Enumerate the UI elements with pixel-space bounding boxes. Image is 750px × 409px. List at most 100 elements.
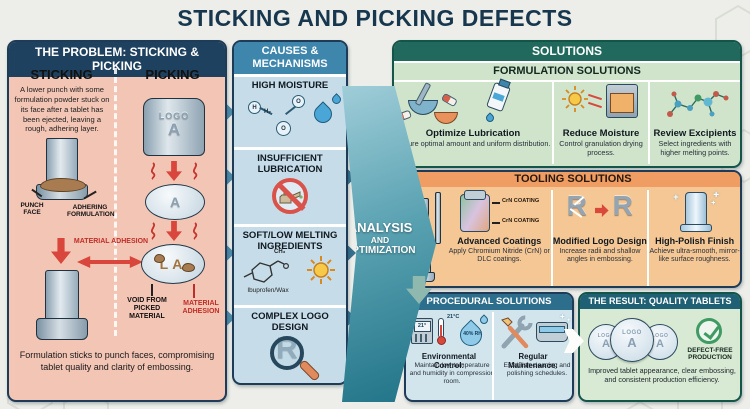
solution-regular-maintenance: + + Regular Maintenance: Establish clean…	[492, 312, 572, 400]
punch-logo-letter: A	[167, 120, 181, 139]
sparkle-icon: +	[713, 190, 720, 201]
sun-icon	[307, 256, 335, 285]
formula-label: CH₃	[274, 249, 286, 256]
tooling-header: TOOLING SOLUTIONS	[406, 172, 740, 187]
droplet-icon	[484, 112, 496, 124]
bottle-label-icon	[492, 92, 505, 102]
squiggle-icon	[192, 222, 198, 240]
heat-arrow-icon	[588, 101, 602, 109]
label-line	[193, 284, 195, 298]
checkmark-icon	[694, 316, 724, 346]
cause-soft-low-melting: SOFT/LOW MELTING INGREDIENTS CH₃ Ibuprof…	[234, 224, 346, 305]
solution-environmental-control: 21° 21°C 40% RH Environmental Control: M…	[409, 314, 495, 385]
thermometer-bulb-icon	[437, 336, 446, 345]
tablet-letter: A	[169, 194, 181, 210]
no-lubrication-icon	[272, 178, 308, 215]
punch-icon	[435, 192, 441, 244]
droplet-icon	[310, 101, 336, 128]
oxygen-atom-icon: O	[292, 95, 305, 109]
analysis-line1: ANALYSIS	[347, 220, 413, 235]
lubricant-bottle-icon	[486, 78, 511, 113]
example-label: Ibuprofen/Wax	[247, 287, 289, 295]
squiggle-icon	[150, 222, 156, 240]
temp-display: 21°	[413, 321, 431, 332]
problem-caption: Formulation sticks to punch faces, compr…	[19, 350, 215, 372]
sticking-description: A lower punch with some formulation powd…	[14, 85, 110, 134]
analysis-line3: OPTIMIZATION	[344, 245, 416, 256]
cause-high-moisture: HIGH MOISTURE H H₂ O O	[234, 77, 346, 147]
logo-before: R	[566, 190, 587, 221]
squiggle-icon	[192, 162, 198, 180]
wrench-and-brush-icon	[501, 315, 533, 349]
small-bowl-icon	[434, 112, 458, 124]
solutions-header: SOLUTIONS	[394, 42, 740, 63]
adhering-formulation-label: ADHERING FORMULATION	[67, 204, 115, 219]
solution-review-excipients: Review Excipients Select ingredients wit…	[648, 82, 740, 164]
page-title: STICKING AND PICKING DEFECTS	[177, 5, 573, 31]
defect-free-badge: DEFECT-FREE PRODUCTION	[687, 347, 733, 362]
temp-label: 21°C	[447, 314, 460, 320]
logo-punch: LOGO A	[143, 98, 205, 156]
thermometer-icon	[438, 318, 444, 338]
tablet-embossed: A	[145, 184, 205, 220]
adhering-powder	[40, 178, 86, 192]
cleaner-bath-icon	[539, 326, 565, 333]
polished-punch-icon	[685, 192, 708, 226]
result-caption: Improved tablet appearance, clear emboss…	[588, 366, 736, 384]
solution-modified-logo: R R Modified Logo Design Increase radii …	[550, 190, 648, 286]
sparkle-icon: +	[567, 318, 571, 324]
oxygen-atom-icon: O	[276, 121, 291, 137]
double-arrow-icon	[77, 256, 143, 268]
procedural-header: PROCEDURAL SOLUTIONS	[406, 294, 572, 310]
material-adhesion-right-label: MATERIAL ADHESION	[182, 300, 220, 316]
result-panel: THE RESULT: QUALITY TABLETS LOGO A LOGO …	[578, 292, 742, 402]
sparkle-icon: +	[560, 312, 565, 321]
h2-label: H₂	[264, 109, 271, 116]
molecule-structure-icon	[243, 260, 289, 284]
ultrasonic-cleaner-icon	[536, 322, 568, 342]
label-line	[151, 284, 153, 296]
void-patch	[154, 254, 165, 263]
magnifier-icon	[270, 336, 304, 371]
formulation-header: FORMULATION SOLUTIONS	[394, 63, 740, 82]
sun-icon	[562, 86, 588, 112]
cause-insufficient-lubrication: INSUFFICIENT LUBRICATION	[234, 147, 346, 224]
void-patch	[182, 263, 195, 272]
humidity-label: 40% RH	[463, 331, 482, 338]
label-line	[492, 202, 500, 204]
picking-title: PICKING	[145, 67, 200, 82]
oil-can-icon	[279, 190, 303, 204]
coated-die-icon	[460, 190, 490, 232]
problem-panel: THE PROBLEM: STICKING & PICKING STICKING…	[7, 40, 227, 402]
punch-base-icon	[680, 224, 713, 232]
die-cap-icon	[464, 190, 486, 200]
procedural-panel: PROCEDURAL SOLUTIONS 21° 21°C 40% RH Env…	[404, 292, 574, 402]
result-header: THE RESULT: QUALITY TABLETS	[580, 294, 740, 309]
squiggle-icon	[150, 162, 156, 180]
material-adhesion-center-label: MATERIAL ADHESION	[73, 238, 149, 245]
molecules-icon	[667, 91, 729, 117]
tooling-panel: TOOLING SOLUTIONS CrN COATING CrN COATIN…	[404, 170, 742, 288]
down-arrow-icon	[166, 161, 182, 181]
droplet-icon	[330, 93, 343, 107]
punch-face-label: PUNCH FACE	[20, 202, 44, 217]
panel-buttons-icon	[414, 334, 430, 342]
down-arrow-icon	[51, 238, 71, 264]
analysis-line2: AND	[370, 235, 390, 245]
magnifier-handle-icon	[298, 359, 321, 383]
droplet-icon	[478, 314, 490, 326]
tablet-picked: LA	[141, 244, 205, 284]
sparkle-icon: +	[711, 200, 716, 207]
solution-optimize-lubrication: Optimize Lubrication Ensure optimal amou…	[394, 78, 552, 164]
lower-punch-body	[45, 270, 79, 322]
capsule-icon	[441, 92, 458, 107]
causes-header: CAUSES & MECHANISMS	[234, 42, 346, 78]
sparkle-icon: +	[673, 192, 679, 202]
solution-high-polish: + + + High-Polish Finish Achieve ultra-s…	[647, 190, 740, 286]
label-line	[492, 222, 500, 224]
down-arrow-icon	[166, 221, 182, 241]
punch-logo-text: LOGO	[158, 111, 190, 121]
mercury-icon	[440, 325, 442, 336]
tablet-icon: LOGO A	[610, 318, 654, 362]
sticking-title: STICKING	[30, 67, 93, 82]
